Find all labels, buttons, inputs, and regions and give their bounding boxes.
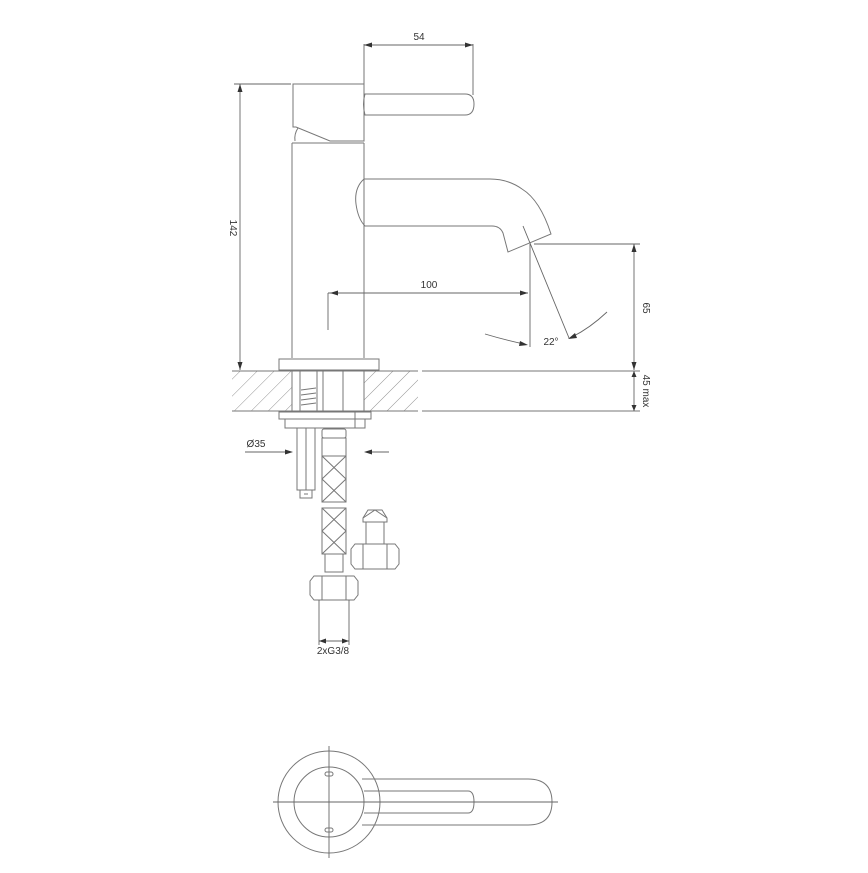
threaded-stud (296, 427, 316, 499)
side-view: 54 142 (227, 32, 651, 657)
label-connection: 2xG3/8 (317, 646, 350, 657)
label-hole-diameter: Ø35 (247, 439, 266, 450)
dimension-counter-thickness: 45 max (631, 371, 651, 411)
hose-lower (309, 507, 359, 601)
label-spout-height: 65 (640, 302, 651, 314)
label-total-height: 142 (227, 220, 238, 237)
label-handle-length: 54 (413, 32, 425, 43)
mounting-nut (278, 411, 372, 429)
dimension-spout-reach: 100 (327, 244, 531, 347)
dimension-handle-length: 54 (363, 32, 474, 95)
dimension-connection: 2xG3/8 (317, 600, 350, 657)
dimension-hole-diameter: Ø35 (245, 439, 389, 455)
countertop-section (232, 370, 640, 412)
top-flange (278, 358, 380, 371)
hose-second-fitting (350, 509, 400, 570)
plan-view (273, 746, 558, 858)
handle-head (292, 83, 475, 142)
spout (355, 178, 552, 253)
dimension-spout-height: 65 (534, 243, 651, 370)
label-spout-angle: 22° (543, 337, 558, 348)
dimension-spout-angle: 22° (484, 225, 608, 348)
label-spout-reach: 100 (421, 280, 438, 291)
label-counter-thickness: 45 max (640, 375, 651, 408)
hose-upper (321, 428, 347, 503)
dimension-total-height: 142 (227, 83, 291, 370)
